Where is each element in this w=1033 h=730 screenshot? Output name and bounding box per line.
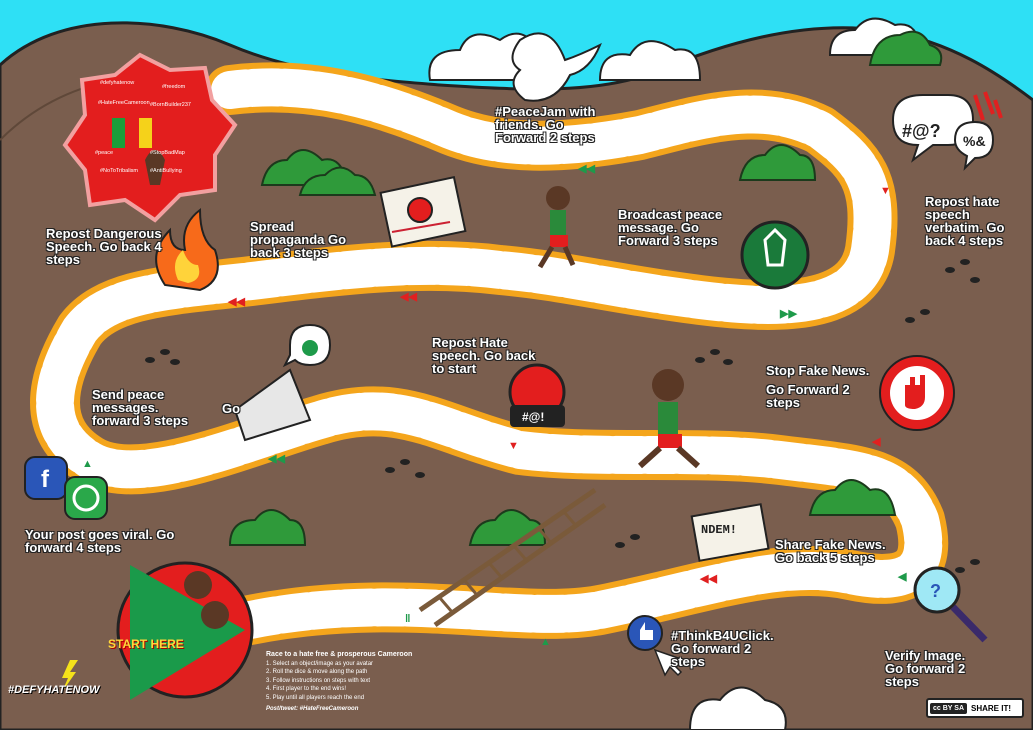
instruction-step: 3. Follow instructions on steps with tex… xyxy=(266,677,371,684)
hashtag: #peace xyxy=(95,150,114,156)
hate-symbols: #@? xyxy=(902,121,941,141)
forward-arrow: ◀ xyxy=(897,571,907,583)
speech-bubble-icon xyxy=(891,91,1003,171)
footprints-icon xyxy=(145,259,980,573)
runner-icon xyxy=(637,369,701,469)
newspaper-icon xyxy=(379,176,467,248)
square-share-fake: Share Fake News. Go back 5 steps xyxy=(775,537,886,565)
svg-text:?: ? xyxy=(930,581,941,601)
square-stop-fake-2: Go Forward 2 steps xyxy=(766,382,850,410)
svg-text:f: f xyxy=(41,466,50,493)
fist-icon xyxy=(145,150,165,185)
prayer-hands-icon xyxy=(740,220,810,290)
back-arrow: ◀ xyxy=(871,436,881,448)
game-path xyxy=(30,62,949,645)
hate-symbols-2: %& xyxy=(963,133,986,149)
instruction-step: 2. Roll the dice & move along the path xyxy=(266,669,368,675)
back-arrow: ▼ xyxy=(880,185,891,197)
stop-hand-icon xyxy=(879,355,955,431)
instruction-step: 5. Play until all players reach the end xyxy=(266,694,365,701)
hashtag: #NoToTribalism xyxy=(100,168,139,174)
square-stop-fake: Stop Fake News. xyxy=(766,363,870,378)
back-arrow: ◀◀ xyxy=(699,573,717,585)
forward-arrow: ▲ xyxy=(82,458,93,470)
ndem-text: NDEM! xyxy=(701,523,737,537)
hashtag: #HateFreeCameroon xyxy=(98,100,150,106)
share-label: SHARE IT! xyxy=(971,703,1011,713)
angry-face-icon: #@! xyxy=(508,363,566,427)
square-broadcast: Broadcast peace message. Go Forward 3 st… xyxy=(618,207,723,248)
forward-arrow: ‖ xyxy=(405,613,410,625)
instruction-step: 4. First player to the end wins! xyxy=(266,686,347,692)
hashtag: #StopBadMap xyxy=(150,150,185,156)
instruction-step: 1. Select an object/image as your avatar xyxy=(266,660,374,667)
back-arrow: ◀◀ xyxy=(227,296,245,308)
runner-icon xyxy=(537,186,576,269)
back-arrow: ▼ xyxy=(508,440,519,452)
forward-arrow: ▲ xyxy=(540,636,551,648)
hate-face-text: #@! xyxy=(522,410,544,424)
facebook-icon: f xyxy=(24,456,68,500)
square-peacejam: #PeaceJam with friends. Go Forward 2 ste… xyxy=(495,104,596,145)
whatsapp-icon xyxy=(64,476,108,520)
forward-arrow: ▶▶ xyxy=(779,308,797,320)
square-viral: Your post goes viral. Go forward 4 steps xyxy=(25,527,175,555)
angry-face-icon xyxy=(407,197,433,223)
dove-icon xyxy=(511,32,602,102)
fire-icon xyxy=(155,207,219,292)
forward-arrow: ◀◀ xyxy=(267,453,285,465)
lightning-icon xyxy=(62,660,78,692)
square-propaganda: Spread propaganda Go back 3 steps xyxy=(250,219,347,260)
square-repost-verbatim: Repost hate speech verbatim. Go back 4 s… xyxy=(925,194,1005,248)
square-go: Go xyxy=(222,401,241,416)
hashtag: #AntiBullying xyxy=(150,168,182,174)
instructions-post: Post/tweet: #HateFreeCameroon xyxy=(266,706,359,712)
arrow-markers: ◀◀ ◀◀ ◀◀ ▶▶ ▼ ◀◀ ▲ ▼ ◀ ◀◀ ▲ ◀ ‖ xyxy=(82,163,907,648)
hashtag: #BornBuilder237 xyxy=(150,102,191,108)
forward-arrow: ◀◀ xyxy=(577,163,595,175)
megaphone-icon xyxy=(233,323,332,442)
share-button[interactable]: cc BY SA SHARE IT! xyxy=(926,698,1024,718)
instructions-heading: Race to a hate free & prosperous Cameroo… xyxy=(266,651,413,658)
instructions: Race to a hate free & prosperous Cameroo… xyxy=(266,651,412,714)
ndem-paper-icon: NDEM! xyxy=(690,503,770,562)
square-verify: Verify Image. Go forward 2 steps xyxy=(885,648,966,689)
hashtag-badge xyxy=(62,52,238,223)
like-icon xyxy=(627,615,683,677)
start-zone xyxy=(116,561,254,700)
ladder-icon xyxy=(418,487,607,628)
square-think: #ThinkB4UClick. Go forward 2 steps xyxy=(671,628,774,669)
square-dangerous: Repost Dangerous Speech. Go back 4 steps xyxy=(46,226,162,267)
cc-license-icon: cc BY SA xyxy=(930,702,967,714)
hashtag: #defyhatenow xyxy=(100,80,135,86)
cursor-icon xyxy=(653,648,683,677)
square-send-peace: Send peace messages. forward 3 steps xyxy=(92,387,189,428)
back-arrow: ◀◀ xyxy=(399,291,417,303)
start-label: START HERE xyxy=(108,637,184,651)
square-repost-hate: Repost Hate speech. Go back to start xyxy=(432,335,536,376)
brand-logo: #DEFYHATENOW xyxy=(8,684,100,696)
magnifier-icon: ? xyxy=(913,566,988,643)
hashtag: #freedom xyxy=(162,84,186,90)
